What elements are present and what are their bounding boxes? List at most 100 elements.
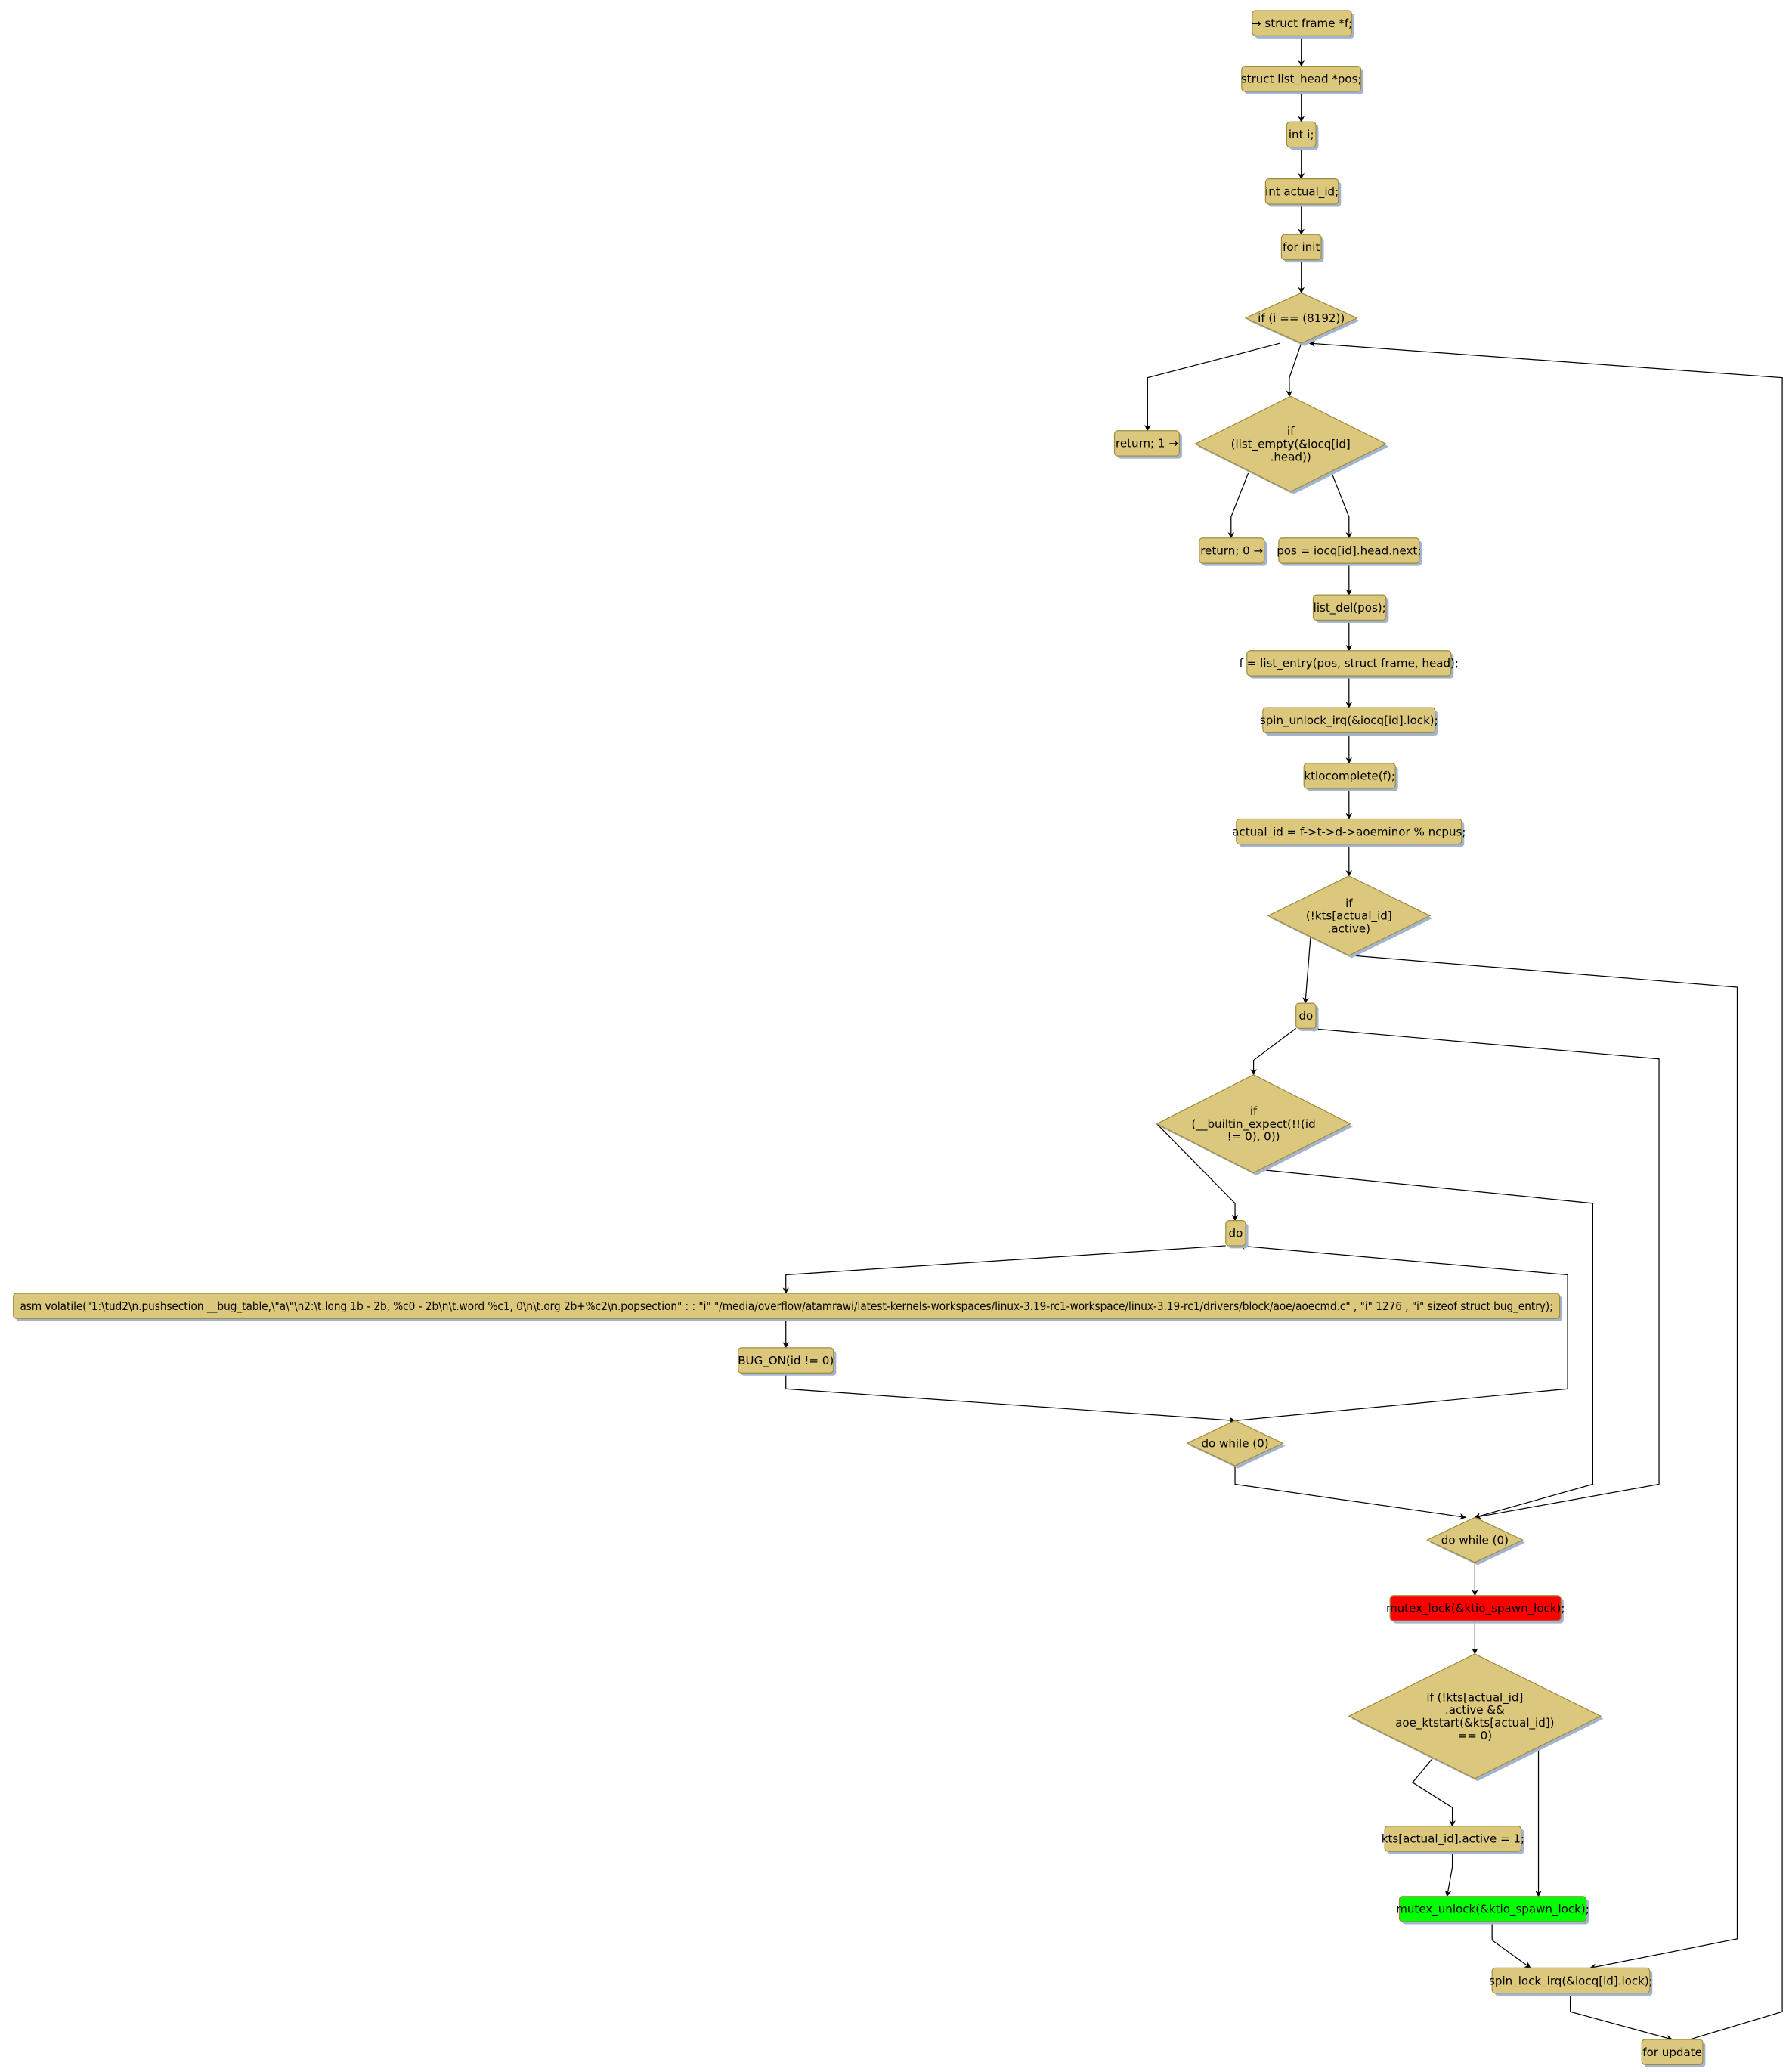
flow-edge: [1234, 1465, 1466, 1520]
node-box: [1199, 537, 1265, 564]
node-box: [1113, 430, 1181, 457]
node-label: ktiocomplete(f);: [1304, 770, 1395, 783]
flow-edge: [1286, 342, 1302, 398]
decision-diamond: [1425, 1516, 1524, 1563]
node-list-del[interactable]: list_del(pos);: [1312, 594, 1389, 623]
node-label-line: int actual_id;: [1265, 185, 1339, 200]
node-box: [1384, 1826, 1522, 1852]
node-label-line: aoe_ktstart(&kts[actual_id]): [1395, 1716, 1554, 1730]
node-label-line: actual_id = f->t->d->aoeminor % ncpus;: [1232, 825, 1466, 839]
node-label-line: return; 0 →: [1200, 544, 1263, 558]
node-label-line: int i;: [1289, 128, 1314, 141]
decision-kts-active-ktstart[interactable]: if (!kts[actual_id].active &&aoe_ktstart…: [1348, 1653, 1604, 1782]
node-label-line: list_del(pos);: [1314, 601, 1386, 615]
node-box: [1641, 2039, 1704, 2065]
decision-do-while-outer[interactable]: do while (0): [1425, 1516, 1525, 1566]
node-box: [1246, 650, 1452, 677]
node-label: do while (0): [1441, 1533, 1509, 1547]
node-label-line: struct list_head *pos;: [1241, 73, 1362, 87]
decision-do-while-inner[interactable]: do while (0): [1186, 1420, 1286, 1469]
node-label-line: return; 1 →: [1116, 437, 1178, 451]
node-box: [1241, 66, 1362, 92]
node-box: [1312, 594, 1387, 621]
decision-diamond: [1348, 1653, 1602, 1779]
node-return-1[interactable]: return; 1 →: [1113, 430, 1182, 459]
node-label: mutex_unlock(&ktio_spawn_lock);: [1396, 1903, 1589, 1917]
node-label: if(__builtin_expect(!!(id!= 0), 0)): [1192, 1104, 1316, 1144]
node-label-line: .active): [1328, 921, 1370, 935]
flow-edge: [1412, 1758, 1456, 1827]
node-label: int actual_id;: [1265, 185, 1339, 200]
node-do-inner[interactable]: do: [1225, 1220, 1249, 1249]
node-spin-lock-irq[interactable]: spin_lock_irq(&iocq[id].lock);: [1489, 1967, 1653, 1996]
node-label: do: [1298, 1009, 1313, 1023]
node-label-line: spin_lock_irq(&iocq[id].lock);: [1489, 1974, 1653, 1988]
node-label: list_del(pos);: [1314, 601, 1386, 615]
node-mutex-unlock[interactable]: mutex_unlock(&ktio_spawn_lock);: [1396, 1896, 1589, 1925]
node-asm-volatile[interactable]: asm volatile("1:\tud2\n.pushsection __bu…: [13, 1293, 1563, 1321]
node-label: do: [1229, 1227, 1243, 1240]
node-struct-list-head[interactable]: struct list_head *pos;: [1241, 66, 1364, 94]
node-list-entry[interactable]: f = list_entry(pos, struct frame, head);: [1240, 650, 1459, 679]
decision-list-empty[interactable]: if(list_empty(&iocq[id].head)): [1194, 395, 1389, 494]
node-label: pos = iocq[id].head.next;: [1277, 544, 1421, 558]
node-box: [1286, 121, 1317, 148]
node-box: [1389, 1595, 1562, 1621]
node-box: [1262, 707, 1436, 734]
node-box: [13, 1293, 1561, 1319]
node-label: struct list_head *pos;: [1241, 73, 1362, 87]
node-label-line: do: [1229, 1227, 1243, 1240]
node-label-line: (!kts[actual_id]: [1306, 909, 1392, 924]
node-label: return; 0 →: [1200, 544, 1263, 558]
node-do-outer[interactable]: do: [1295, 1002, 1319, 1031]
node-box: [1491, 1967, 1651, 1994]
decision-builtin-expect[interactable]: if(__builtin_expect(!!(id!= 0), 0)): [1156, 1074, 1354, 1176]
node-int-i[interactable]: int i;: [1286, 121, 1319, 150]
flow-edge: [1265, 1169, 1594, 1519]
node-label-line: do: [1298, 1009, 1313, 1023]
node-label-line: == 0): [1458, 1729, 1493, 1742]
edges: [782, 36, 1783, 2042]
node-ktiocomplete[interactable]: ktiocomplete(f);: [1303, 763, 1398, 791]
node-label: → struct frame *f;: [1252, 17, 1352, 30]
node-int-actual-id[interactable]: int actual_id;: [1264, 178, 1342, 207]
node-label-line: ktiocomplete(f);: [1304, 770, 1395, 783]
node-bug-on[interactable]: BUG_ON(id != 0): [738, 1347, 837, 1376]
node-box: [1236, 818, 1462, 845]
node-kts-active-set[interactable]: kts[actual_id].active = 1;: [1382, 1826, 1524, 1854]
flow-edge: [1569, 1993, 1673, 2042]
node-box: [1398, 1896, 1587, 1922]
node-mutex-lock[interactable]: mutex_lock(&ktio_spawn_lock);: [1386, 1595, 1565, 1624]
node-label: mutex_lock(&ktio_spawn_lock);: [1386, 1602, 1565, 1616]
node-spin-unlock-irq[interactable]: spin_unlock_irq(&iocq[id].lock);: [1260, 707, 1438, 736]
node-label-line: (__builtin_expect(!!(id: [1192, 1117, 1316, 1132]
node-label-line: if: [1287, 425, 1295, 438]
node-for-init[interactable]: for init: [1280, 234, 1324, 263]
node-pos-assign[interactable]: pos = iocq[id].head.next;: [1277, 537, 1422, 566]
node-box: [1225, 1220, 1246, 1247]
decision-diamond: [1194, 395, 1388, 493]
node-label-line: asm volatile("1:\tud2\n.pushsection __bu…: [20, 1299, 1552, 1314]
node-label-line: if: [1250, 1104, 1258, 1118]
node-label: for update: [1642, 2046, 1702, 2059]
flow-edge: [1308, 340, 1783, 2040]
node-label-line: if: [1345, 897, 1353, 910]
node-label-line: spin_unlock_irq(&iocq[id].lock);: [1260, 714, 1438, 728]
node-label-line: for init: [1283, 240, 1320, 254]
decision-i-equals-8192[interactable]: if (i == (8192)): [1244, 292, 1360, 346]
node-return-0[interactable]: return; 0 →: [1199, 537, 1267, 566]
node-label-line: pos = iocq[id].head.next;: [1277, 544, 1421, 558]
node-label-line: if (!kts[actual_id]: [1426, 1690, 1523, 1705]
node-label: BUG_ON(id != 0): [738, 1354, 834, 1368]
node-for-update[interactable]: for update: [1641, 2039, 1706, 2067]
node-label: actual_id = f->t->d->aoeminor % ncpus;: [1232, 825, 1466, 839]
node-label: f = list_entry(pos, struct frame, head);: [1240, 657, 1459, 671]
decision-kts-active[interactable]: if(!kts[actual_id].active): [1267, 875, 1433, 959]
node-label: asm volatile("1:\tud2\n.pushsection __bu…: [20, 1299, 1552, 1314]
node-struct-frame[interactable]: → struct frame *f;: [1252, 10, 1354, 39]
node-actual-id-assign[interactable]: actual_id = f->t->d->aoeminor % ncpus;: [1232, 818, 1466, 847]
nodes: → struct frame *f; struct list_head *pos;…: [13, 10, 1706, 2067]
node-label: if(!kts[actual_id].active): [1306, 897, 1392, 936]
